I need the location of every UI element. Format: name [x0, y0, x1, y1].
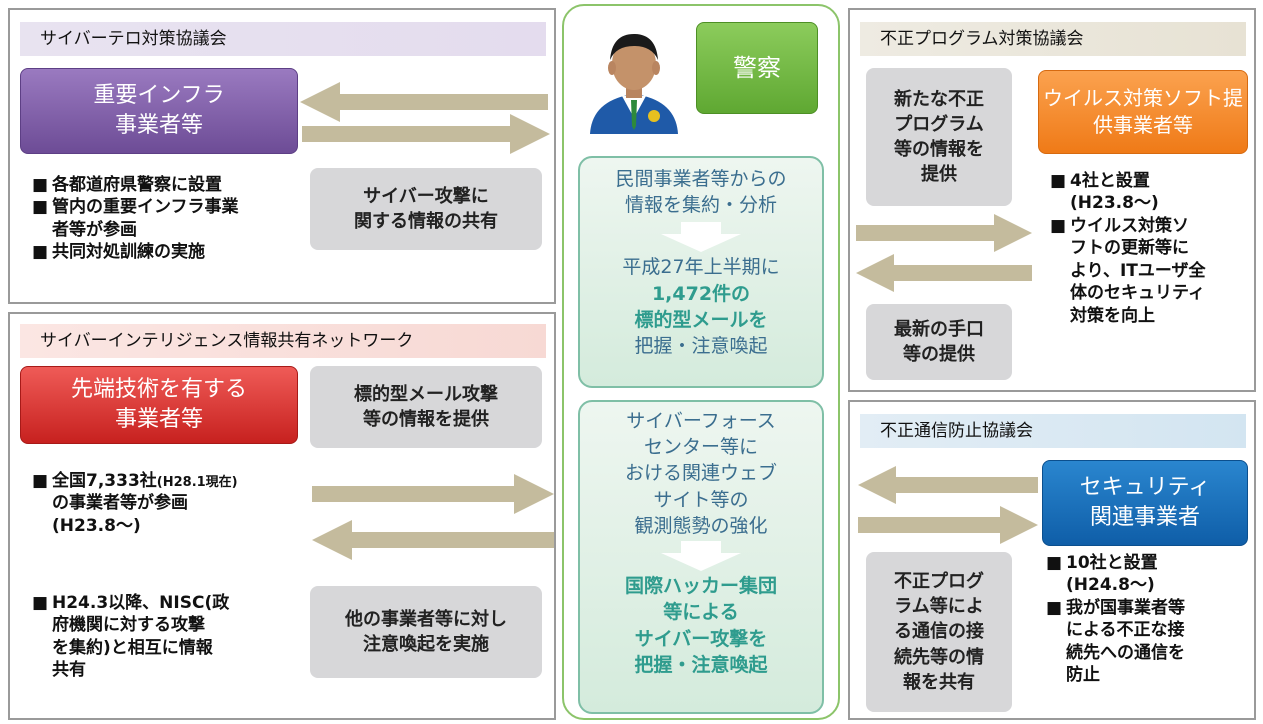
bullet-list: 10社と設置 (H24.8〜) 我が国事業者等 による不正な接 続先への通信を … [1046, 552, 1250, 687]
alert-text: 把握・注意喚起 [634, 335, 768, 358]
bullet-1-main: 全国7,333社 [52, 471, 157, 491]
targeted-mail-count: 1,472件の 標的型メールを [634, 282, 768, 331]
arrow-left [300, 82, 548, 122]
connection-info-box: 不正プログ ラム等によ る通信の接 続先等の情 報を共有 [866, 552, 1012, 712]
list-item: 管内の重要インフラ事業 者等が参画 [32, 196, 312, 241]
list-item: 各都道府県警察に設置 [32, 174, 312, 197]
arrow-right [856, 214, 1032, 252]
police-center-column: 警察 民間事業者等からの 情報を集約・分析 平成27年上半期に 1,472件の … [562, 4, 840, 720]
panel-title: 不正プログラム対策協議会 [860, 22, 1246, 56]
advanced-tech-operators-pill: 先端技術を有する 事業者等 [20, 366, 298, 444]
period-text: 平成27年上半期に [622, 256, 780, 279]
police-label: 警察 [696, 22, 818, 114]
hacker-group-text: 国際ハッカー集団 等による サイバー攻撃を 把握・注意喚起 [624, 575, 777, 676]
alert-other-operators-box: 他の事業者等に対し 注意喚起を実施 [310, 586, 542, 678]
center-box-observation: サイバーフォース センター等に おける関連ウェブ サイト等の 観測態勢の強化 国… [578, 400, 824, 714]
panel-title: 不正通信防止協議会 [860, 414, 1246, 448]
arrow-left [312, 520, 554, 560]
arrow-right [312, 474, 554, 514]
arrow-right [302, 114, 550, 154]
arrow-right [858, 506, 1038, 544]
bullet-list: 4社と設置 (H23.8〜) ウイルス対策ソ フトの更新等に より、ITユーザ全… [1050, 170, 1250, 327]
antivirus-vendors-pill: ウイルス対策ソフト提 供事業者等 [1038, 70, 1248, 154]
panel-title: サイバーインテリジェンス情報共有ネットワーク [20, 324, 546, 358]
arrow-left [858, 466, 1038, 504]
observation-text: サイバーフォース センター等に おける関連ウェブ サイト等の 観測態勢の強化 [624, 410, 777, 537]
panel-cyber-terror-council: サイバーテロ対策協議会 重要インフラ 事業者等 各都道府県警察に設置 管内の重要… [8, 8, 556, 304]
collect-analyze-text: 民間事業者等からの 情報を集約・分析 [615, 168, 787, 217]
panel-illicit-communication-council: 不正通信防止協議会 セキュリティ 関連事業者 不正プログ ラム等によ る通信の接… [848, 400, 1256, 720]
list-item: 共同対処訓練の実施 [32, 241, 312, 264]
latest-methods-box: 最新の手口 等の提供 [866, 304, 1012, 380]
down-arrow [661, 222, 741, 253]
list-item: ウイルス対策ソ フトの更新等に より、ITユーザ全 体のセキュリティ 対策を向上 [1050, 215, 1250, 327]
panel-cyber-intelligence-network: サイバーインテリジェンス情報共有ネットワーク 先端技術を有する 事業者等 標的型… [8, 312, 556, 720]
infra-operators-pill: 重要インフラ 事業者等 [20, 68, 298, 154]
targeted-mail-info-box: 標的型メール攻撃 等の情報を提供 [310, 366, 542, 448]
new-malware-info-box: 新たな不正 プログラム 等の情報を 提供 [866, 68, 1012, 206]
bullet-list: H24.3以降、NISC(政 府機関に対する攻撃 を集約)と相互に情報 共有 [32, 592, 302, 682]
police-officer-icon [590, 34, 678, 134]
arrow-left [856, 254, 1032, 292]
security-vendors-pill: セキュリティ 関連事業者 [1042, 460, 1248, 546]
list-item: 我が国事業者等 による不正な接 続先への通信を 防止 [1046, 597, 1250, 687]
info-sharing-box: サイバー攻撃に 関する情報の共有 [310, 168, 542, 250]
list-item: 10社と設置 (H24.8〜) [1046, 552, 1250, 597]
bullet-1-rest: の事業者等が参画 (H23.8〜) [52, 493, 188, 536]
down-arrow [661, 541, 741, 572]
list-item: H24.3以降、NISC(政 府機関に対する攻撃 を集約)と相互に情報 共有 [32, 592, 302, 682]
panel-title: サイバーテロ対策協議会 [20, 22, 546, 56]
bullet-1-date: (H28.1現在) [156, 475, 238, 490]
panel-malware-council: 不正プログラム対策協議会 新たな不正 プログラム 等の情報を 提供 ウイルス対策… [848, 8, 1256, 392]
bullet-list: 各都道府県警察に設置 管内の重要インフラ事業 者等が参画 共同対処訓練の実施 [32, 174, 312, 264]
center-box-collect: 民間事業者等からの 情報を集約・分析 平成27年上半期に 1,472件の 標的型… [578, 156, 824, 388]
list-item: 4社と設置 (H23.8〜) [1050, 170, 1250, 215]
bullet-1: ■全国7,333社(H28.1現在) の事業者等が参画 (H23.8〜) [32, 471, 238, 536]
